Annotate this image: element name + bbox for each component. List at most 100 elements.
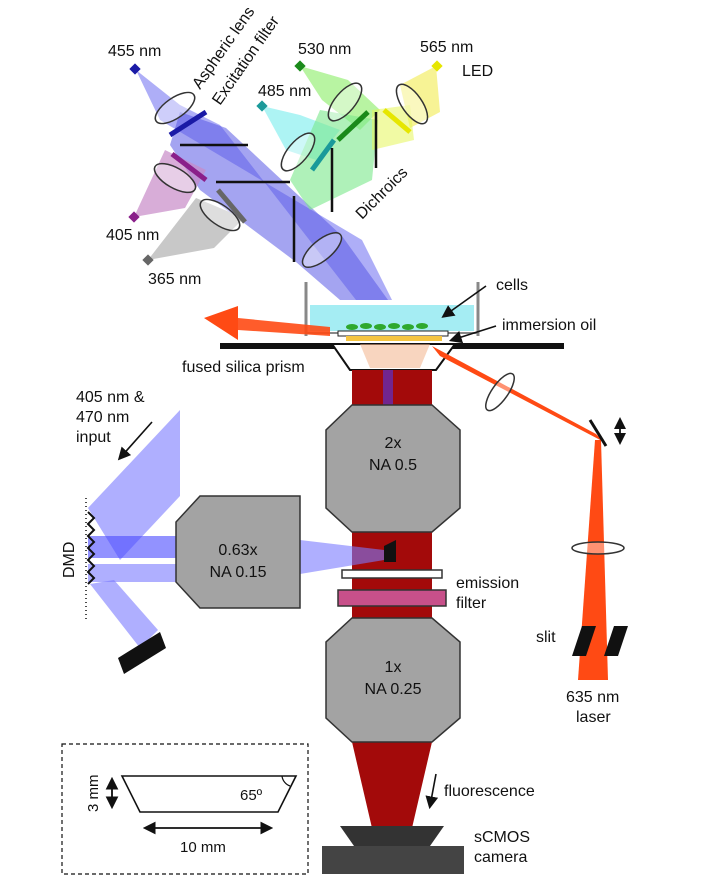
label-camera-1: sCMOS (474, 829, 530, 846)
beam-green-combined (290, 110, 378, 210)
laser-lens-1 (485, 372, 515, 412)
scmos-camera (322, 826, 464, 874)
cells (346, 323, 428, 330)
label-dmd-input-1: 405 nm & (76, 389, 145, 406)
dmd-fold-mirror (384, 540, 396, 562)
lens-485nm (280, 132, 316, 172)
prism-glow (360, 344, 430, 368)
dmd-out-beam (300, 540, 384, 574)
fluorescence-lower (352, 742, 432, 828)
fluorescence-violet-stripe (383, 370, 393, 410)
label-prism: fused silica prism (182, 359, 305, 376)
label-fluorescence: fluorescence (444, 783, 535, 800)
label-530nm: 530 nm (298, 41, 351, 58)
coverslip (337, 330, 449, 337)
label-405nm: 405 nm (106, 227, 159, 244)
label-laser-1: 635 nm (566, 689, 619, 706)
dmd-beam-horizontal-2 (88, 564, 176, 582)
excitation-filters (168, 108, 412, 224)
inset-angle-arc (281, 775, 291, 787)
label-455nm: 455 nm (108, 43, 161, 60)
beam-530nm (300, 66, 380, 130)
obj-2x-na: NA 0.5 (369, 457, 417, 474)
inset-height-label: 3 mm (85, 775, 102, 813)
label-dmd-input-3: input (76, 429, 111, 446)
filter-565nm (382, 108, 412, 134)
objective-0.63x (175, 495, 301, 609)
obj-2x-mag: 2x (385, 435, 402, 452)
filter-530nm (336, 110, 370, 142)
inset-angle-label: 65º (240, 787, 263, 804)
inset-frame (61, 743, 309, 875)
beam-yellow-combined (372, 105, 414, 150)
filter-365nm (216, 188, 247, 224)
obj-063x-na: NA 0.15 (210, 564, 267, 581)
label-laser-2: laser (576, 709, 611, 726)
label-immersion-oil: immersion oil (502, 317, 596, 334)
led-365nm-icon (142, 254, 154, 266)
lens-365nm (199, 198, 241, 232)
objective-1x (325, 617, 461, 743)
lens-combined (301, 232, 343, 268)
dmd-input-arrow (117, 421, 153, 461)
emission-filter-assembly (337, 569, 447, 607)
filter-455nm (168, 109, 208, 138)
slit-right (604, 626, 628, 656)
led-beams (134, 66, 440, 300)
prism-inset (61, 743, 309, 875)
lens-455nm (154, 91, 196, 125)
dmd-beam-dump (118, 632, 166, 674)
dmd-input-beam (88, 410, 180, 560)
label-565nm: 565 nm (420, 39, 473, 56)
dichroic-mirrors (180, 112, 378, 262)
inset-width-label: 10 mm (180, 839, 226, 856)
dmd-path (85, 410, 396, 674)
label-led: LED (462, 63, 493, 80)
dmd-mirror-array (85, 498, 96, 620)
lens-405nm (153, 162, 197, 194)
objectives (175, 404, 461, 743)
obj-1x-mag: 1x (385, 659, 402, 676)
fluorescence-arrow (425, 773, 439, 810)
laser-mirror (588, 419, 608, 447)
inset-prism-outline (120, 775, 298, 813)
laser-beam-source (578, 440, 608, 680)
camera-body (322, 846, 464, 874)
label-emission-2: filter (456, 595, 487, 612)
immersion-oil-pointer (448, 325, 497, 344)
aspheric-lenses (153, 82, 429, 268)
label-slit: slit (536, 629, 556, 646)
camera-mount (340, 826, 444, 846)
slit-left (572, 626, 596, 656)
label-cells: cells (496, 277, 528, 294)
obj-1x-na: NA 0.25 (365, 681, 422, 698)
label-365nm: 365 nm (148, 271, 201, 288)
immersion-oil (346, 336, 442, 341)
dmd-beam-horizontal-1 (88, 536, 176, 558)
laser-beam-to-prism (432, 346, 604, 442)
label-485nm: 485 nm (258, 83, 311, 100)
lens-530nm (327, 82, 363, 122)
laser-arrowhead (204, 306, 238, 340)
label-dmd: DMD (61, 542, 78, 578)
objective-2x (325, 404, 461, 533)
laser-path (204, 306, 628, 680)
filter-405nm (170, 152, 208, 182)
emission-window (341, 569, 443, 579)
cells-pointer (441, 285, 487, 318)
emission-filter (337, 589, 447, 607)
label-dmd-input-2: 470 nm (76, 409, 129, 426)
lens-565nm (395, 83, 429, 125)
beam-365nm (148, 198, 244, 260)
led-405nm-icon (128, 211, 140, 223)
dmd-reflect-beam (90, 580, 158, 648)
filter-485nm (309, 138, 337, 172)
laser-lens-2 (571, 541, 625, 555)
obj-063x-mag: 0.63x (218, 542, 257, 559)
label-camera-2: camera (474, 849, 527, 866)
annotation-arrows (117, 285, 497, 810)
laser-beam-exit (238, 318, 330, 336)
label-emission-1: emission (456, 575, 519, 592)
